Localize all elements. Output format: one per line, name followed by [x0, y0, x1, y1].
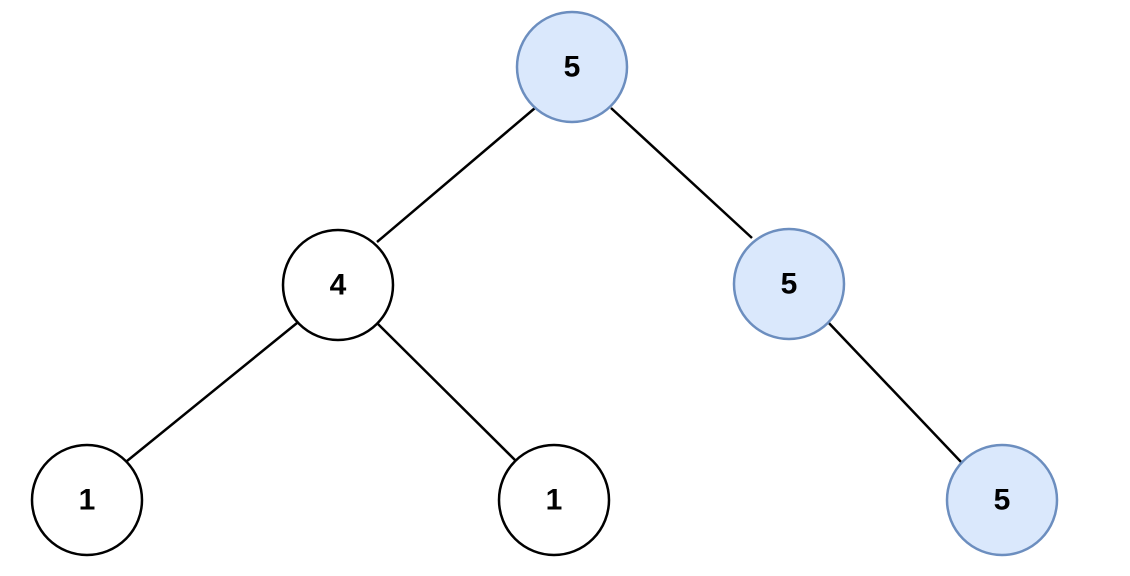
node-circle-right-right — [945, 443, 1059, 557]
tree-nodes: 5 4 5 1 1 5 — [30, 10, 1059, 557]
node-value-right: 5 — [781, 268, 798, 301]
edge-right-right-right — [825, 319, 963, 464]
node-circle-right — [732, 227, 846, 341]
tree-node-left-right: 1 — [497, 443, 611, 557]
edge-root-left — [376, 107, 536, 243]
node-value-left-right: 1 — [546, 484, 563, 517]
tree-node-left-left: 1 — [30, 443, 144, 557]
tree-node-root: 5 — [515, 10, 629, 124]
edge-root-right — [610, 107, 753, 239]
edge-left-left-right — [376, 322, 518, 463]
tree-node-right-right: 5 — [945, 443, 1059, 557]
node-value-root: 5 — [564, 51, 581, 84]
tree-node-left: 4 — [281, 228, 395, 342]
node-circle-left-left — [30, 443, 144, 557]
node-circle-left — [281, 228, 395, 342]
node-value-right-right: 5 — [994, 484, 1011, 517]
node-circle-left-right — [497, 443, 611, 557]
tree-edges — [126, 107, 963, 464]
node-circle-root — [515, 10, 629, 124]
tree-node-right: 5 — [732, 227, 846, 341]
node-value-left: 4 — [330, 269, 347, 302]
edge-left-left-left — [126, 322, 298, 462]
node-value-left-left: 1 — [79, 484, 96, 517]
